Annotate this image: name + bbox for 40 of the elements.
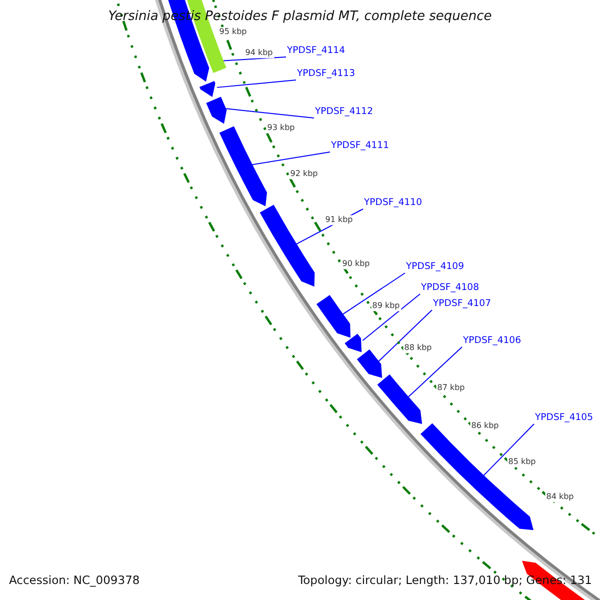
scale-label: 93 kbp <box>266 123 296 133</box>
gene-segment <box>316 295 350 338</box>
leader-line <box>378 310 432 362</box>
leader-line <box>252 152 330 166</box>
scale-label: 94 kbp <box>244 48 274 58</box>
gene-label: YPDSF_4113 <box>297 68 356 80</box>
gene-label: YPDSF_4107 <box>433 298 492 310</box>
leader-line <box>226 108 314 118</box>
scale-label: 87 kbp <box>436 383 466 393</box>
scale-label: 90 kbp <box>341 259 371 269</box>
gene-segment <box>260 204 315 287</box>
gene-label: YPDSF_4114 <box>287 45 346 56</box>
scale-label: 92 kbp <box>289 169 319 179</box>
leader-line <box>342 272 406 315</box>
scale-label: 85 kbp <box>507 457 537 467</box>
leader-line <box>362 294 420 342</box>
gene-label: YPDSF_4111 <box>331 140 390 152</box>
scale-label: 84 kbp <box>545 492 575 502</box>
accession-text: Accession: NC_009378 <box>9 574 140 588</box>
gene-segment <box>200 81 216 97</box>
gene-segment <box>344 334 362 352</box>
gene-label: YPDSF_4109 <box>406 261 464 272</box>
scale-label: 91 kbp <box>324 215 354 225</box>
gene-label: YPDSF_4105 <box>535 412 594 424</box>
scale-label: 88 kbp <box>403 343 433 353</box>
gene-segment <box>219 126 267 206</box>
leader-line <box>483 424 534 476</box>
leader-line <box>216 80 296 88</box>
scale-label: 95 kbp <box>218 27 248 37</box>
gene-label: YPDSF_4110 <box>364 197 422 208</box>
gene-segment <box>377 374 422 424</box>
gene-segment <box>206 96 227 124</box>
leader-line <box>408 346 462 398</box>
gene-segment <box>356 349 382 378</box>
gene-label: YPDSF_4112 <box>315 106 374 118</box>
gene-label: YPDSF_4106 <box>463 335 522 346</box>
scale-label: 89 kbp <box>371 301 401 311</box>
scale-label: 86 kbp <box>470 421 500 431</box>
gene-label: YPDSF_4108 <box>421 282 480 294</box>
gene-segment <box>420 423 534 530</box>
